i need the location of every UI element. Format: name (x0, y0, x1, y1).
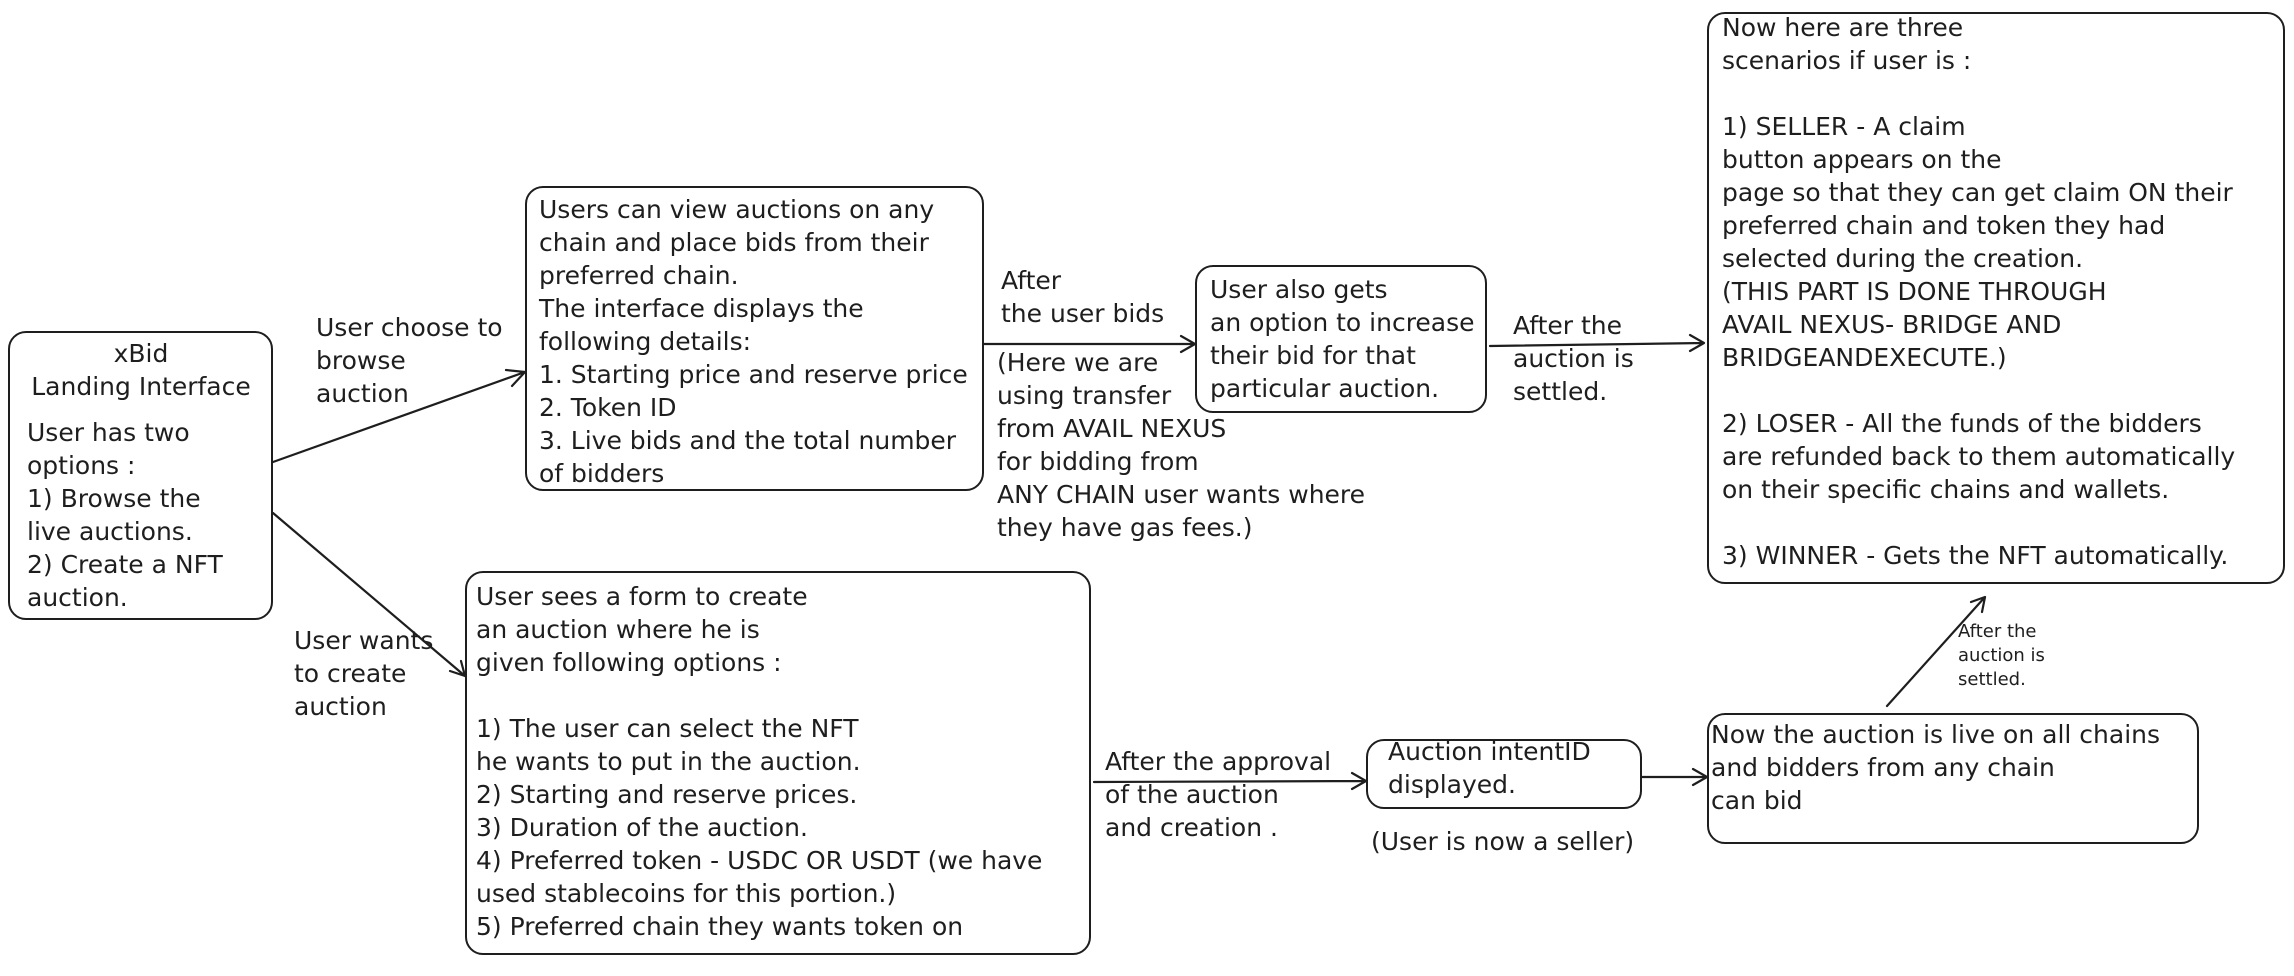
after-settled-small-label: After the auction is settled. (1958, 621, 2045, 690)
arrow-live-to-scenarios (1885, 595, 1987, 708)
create-form-text: User sees a form to create an auction wh… (476, 582, 1043, 941)
browse-box-text: Users can view auctions on any chain and… (539, 195, 968, 488)
landing-title: xBid Landing Interface (31, 339, 251, 401)
arrow-landing-to-create (271, 511, 467, 678)
arrow-create-to-intent (1092, 771, 1368, 791)
browse-label: User choose to browse auction (316, 313, 503, 408)
arrow-browse-to-increase (982, 334, 1197, 354)
transfer-note: (Here we are using transfer from AVAIL N… (997, 348, 1366, 542)
scenarios-box-text: Now here are three scenarios if user is … (1722, 13, 2236, 570)
seller-note: (User is now a seller) (1371, 827, 1635, 856)
intent-box-text: Auction intentID displayed. (1388, 737, 1591, 799)
after-settled-label: After the auction is settled. (1513, 311, 1634, 406)
after-approval-label: After the approval of the auction and cr… (1105, 747, 1332, 842)
arrow-landing-to-browse (271, 368, 527, 464)
landing-box (8, 331, 273, 620)
arrow-increase-to-scenarios (1488, 333, 1706, 353)
intent-box (1366, 739, 1642, 809)
browse-box (525, 186, 984, 491)
arrow-intent-to-live (1640, 767, 1709, 787)
live-box-text: Now the auction is live on all chains an… (1711, 720, 2161, 815)
scenarios-box (1707, 12, 2285, 584)
live-auction-box (1707, 713, 2199, 844)
create-form-box (465, 571, 1091, 955)
increase-box-text: User also gets an option to increase the… (1210, 275, 1475, 403)
increase-bid-box (1195, 265, 1487, 413)
after-bids-label: After the user bids (1001, 266, 1165, 328)
landing-body: User has two options : 1) Browse the liv… (27, 418, 223, 612)
create-label: User wants to create auction (294, 626, 434, 721)
